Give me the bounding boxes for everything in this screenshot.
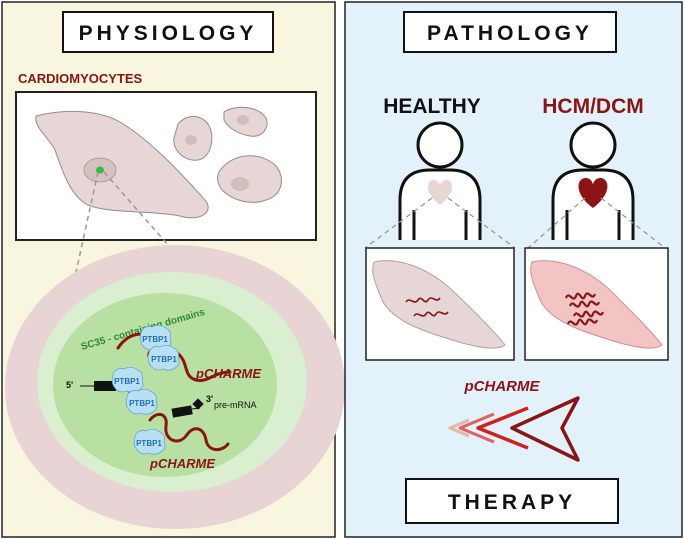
cardiomyocyte-small-3 <box>217 155 282 203</box>
exon-1 <box>94 381 116 391</box>
cardiomyocyte-large <box>35 110 209 219</box>
ptbp1-protein-5: PTBP1 <box>133 428 166 455</box>
therapy-arrow-2 <box>458 412 495 444</box>
disease-zoom-line-left <box>527 197 586 249</box>
healthy-label: HEALTHY <box>383 95 481 118</box>
exon-3 <box>192 398 204 410</box>
disease-rna-4 <box>566 318 599 326</box>
healthy-zoom-line-left <box>364 197 433 249</box>
therapy-arrow-1 <box>448 418 470 438</box>
therapy-header-box <box>405 478 619 524</box>
pcharme-label-bottom: pCHARME <box>149 456 215 471</box>
cardiomyocyte-small-1-nucleus <box>185 135 197 145</box>
cardiomyocyte-small-2-nucleus <box>237 115 249 125</box>
disease-rna-2 <box>568 300 601 308</box>
disease-zoom-line-right <box>600 197 666 249</box>
cardiomyocyte-small-3-nucleus <box>231 177 249 191</box>
arrows-pcharme-label: pCHARME <box>464 378 541 395</box>
svg-text:PTBP1: PTBP1 <box>136 439 162 448</box>
cardiomyocytes-label: CARDIOMYOCYTES <box>18 71 143 86</box>
pre-mrna-label: pre-mRNA <box>214 400 257 410</box>
disease-heart-icon <box>578 178 608 208</box>
healthy-cell <box>372 260 506 349</box>
pathology-header: PATHOLOGY <box>427 22 593 45</box>
ptbp1-protein-2: PTBP1 <box>147 344 180 371</box>
healthy-zoom-line-right <box>447 197 516 249</box>
pcharme-label-top: pCHARME <box>195 366 261 381</box>
pathology-header-box <box>403 11 617 53</box>
pcharme-rna-bottom <box>148 412 230 451</box>
ptbp1-protein-1: PTBP1 <box>139 324 172 351</box>
physiology-header: PHYSIOLOGY <box>79 22 258 45</box>
healthy-heart-icon <box>427 180 453 205</box>
five-prime-label: 5' <box>66 380 73 390</box>
svg-text:PTBP1: PTBP1 <box>151 355 177 364</box>
disease-rna-3 <box>572 310 605 318</box>
disease-label: HCM/DCM <box>542 95 643 118</box>
therapy-header: THERAPY <box>448 491 576 514</box>
ptbp1-protein-3: PTBP1 <box>111 366 144 393</box>
svg-text:PTBP1: PTBP1 <box>129 399 155 408</box>
healthy-rna-1 <box>405 297 441 303</box>
physiology-header-box <box>62 11 274 53</box>
ptbp1-protein-4: PTBP1 <box>125 388 158 415</box>
disease-rna-1 <box>564 292 597 300</box>
therapy-arrow-4 <box>510 396 580 462</box>
exon-2 <box>171 405 193 418</box>
healthy-rna-2 <box>413 311 449 317</box>
svg-text:PTBP1: PTBP1 <box>142 335 168 344</box>
three-prime-label: 3' <box>206 394 213 404</box>
sc35-domain <box>53 293 277 477</box>
zoom-line-right <box>103 171 226 311</box>
sc35-spot <box>96 166 104 174</box>
svg-text:PTBP1: PTBP1 <box>114 377 140 386</box>
therapy-arrow-3 <box>476 406 529 450</box>
